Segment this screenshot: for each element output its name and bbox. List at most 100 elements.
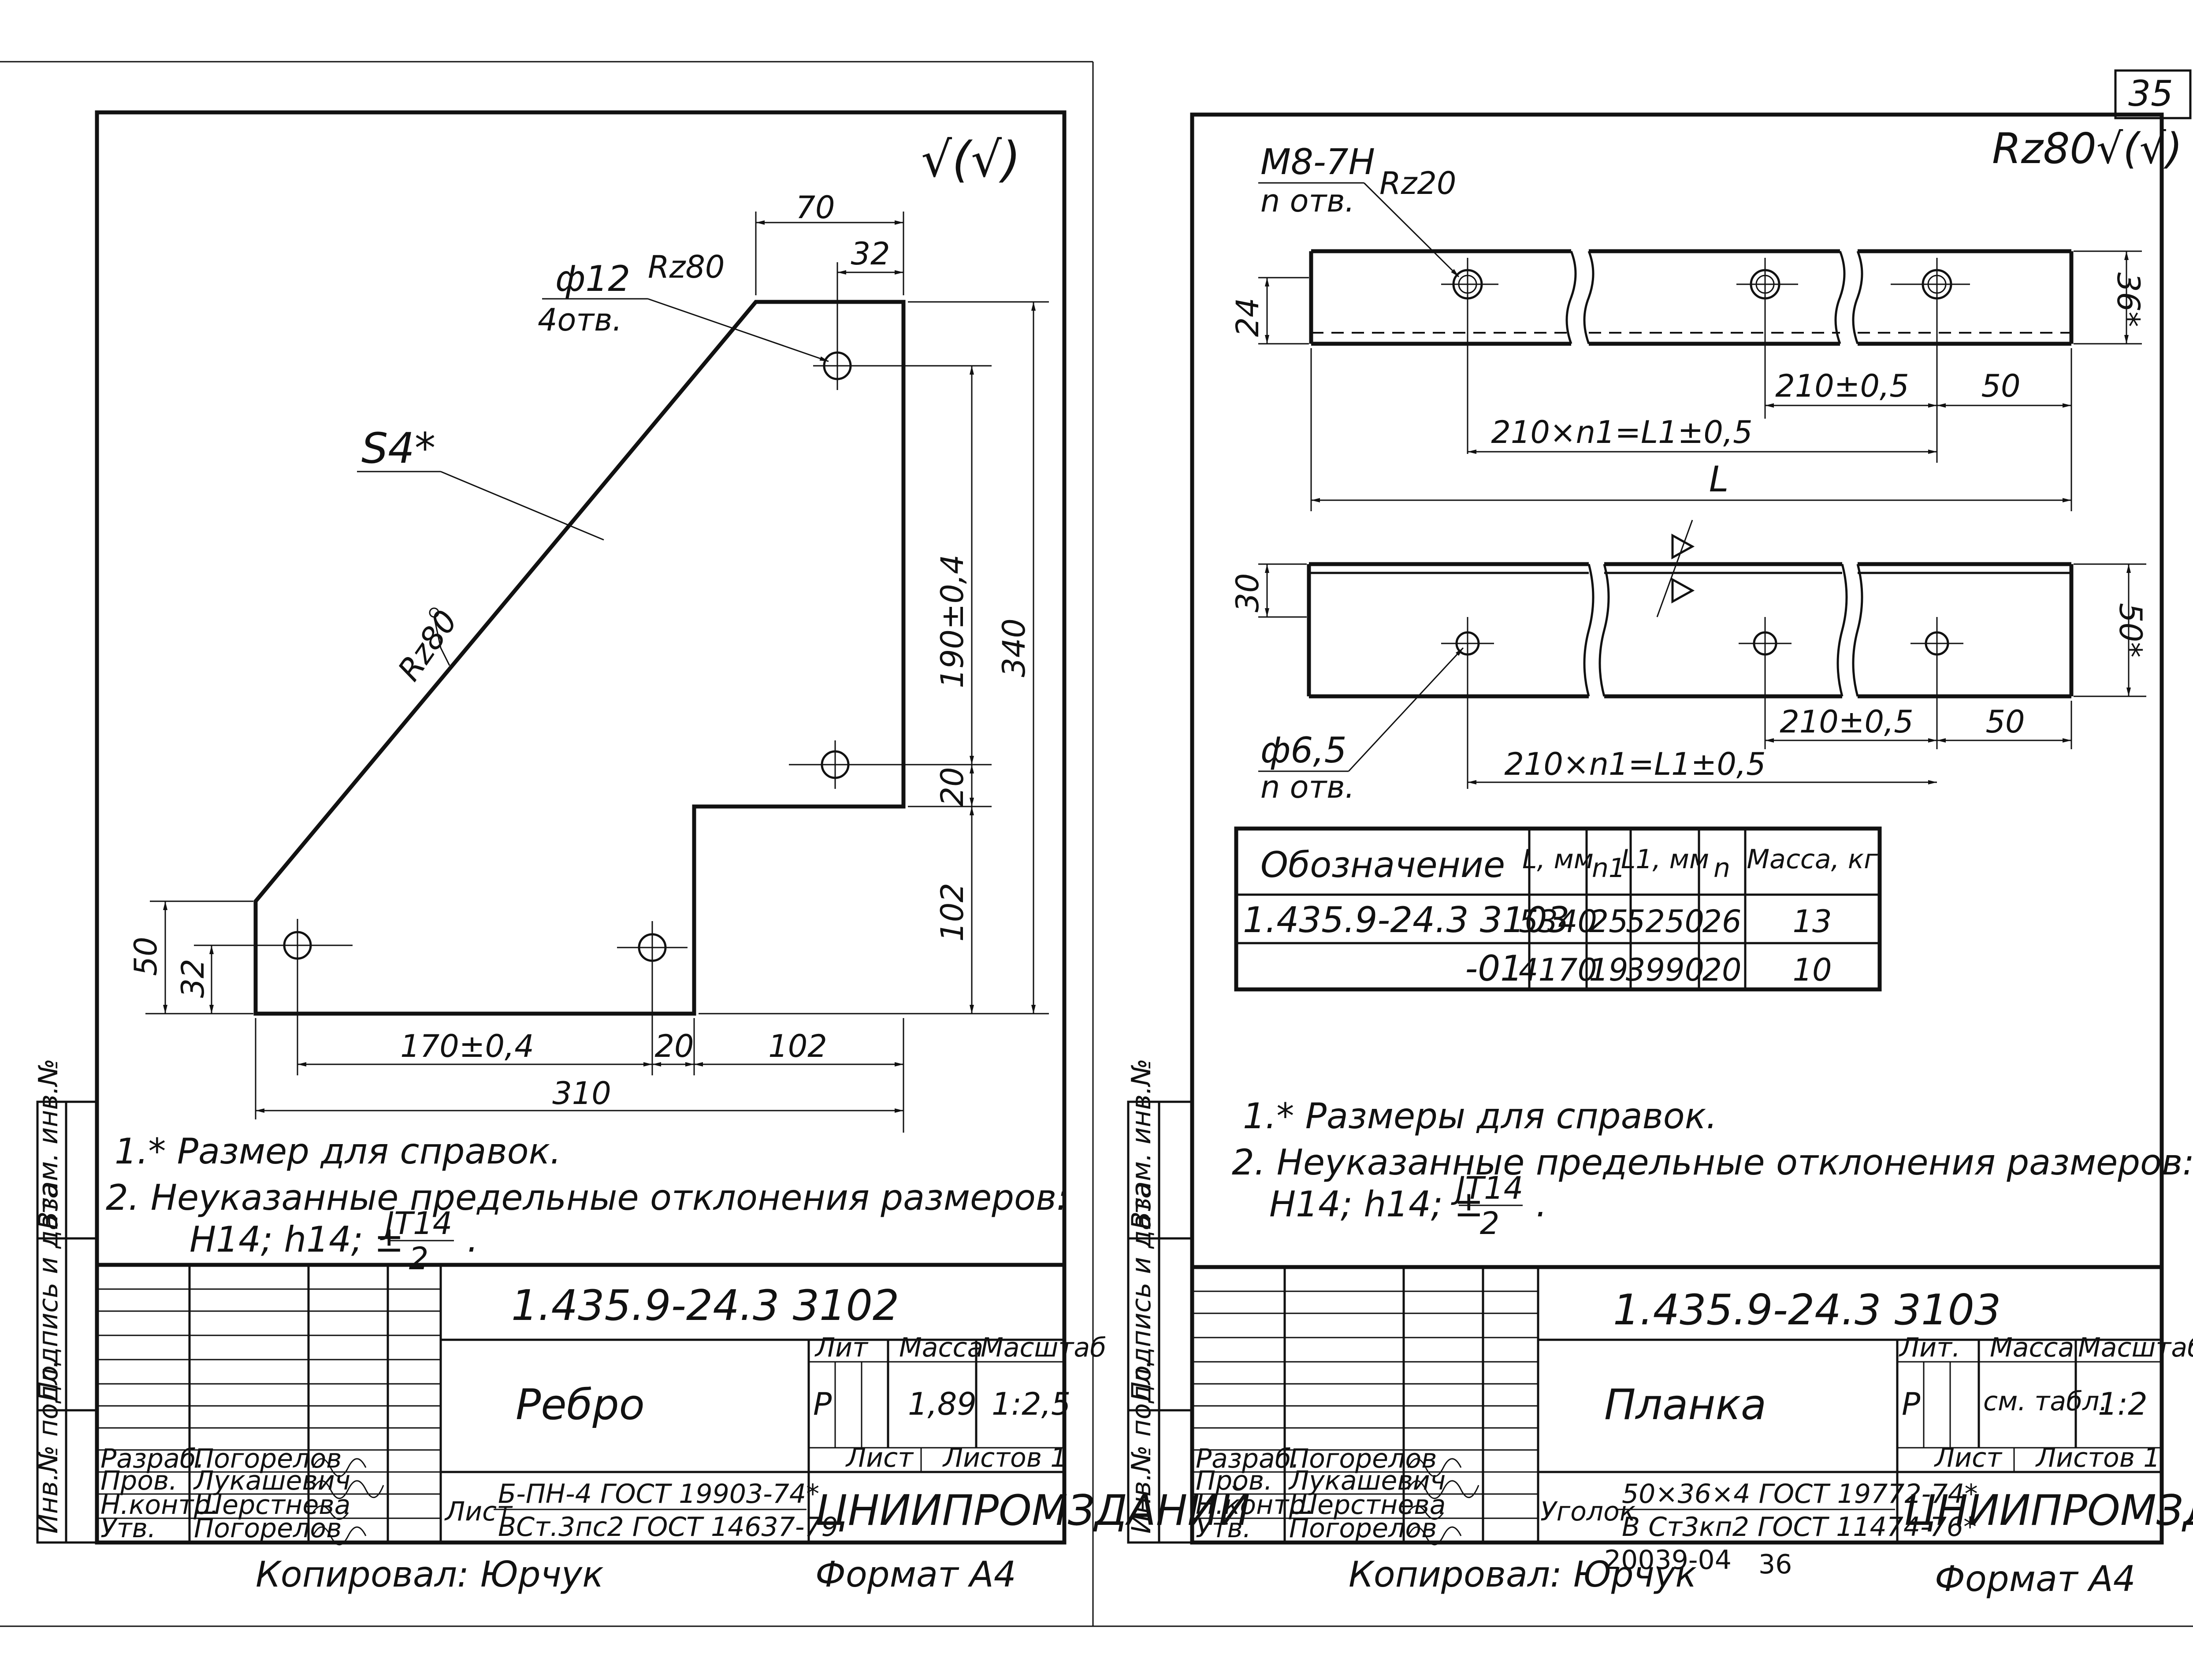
thickness-leader: S4*: [357, 424, 604, 541]
hole-roughness-label: Rz80: [648, 249, 725, 285]
dim-chain-a: 210×n1=L1±0,5: [1491, 414, 1752, 450]
stamp-page: 36: [1758, 1549, 1792, 1580]
signature-3-right: [1407, 1505, 1444, 1520]
table-header-n1: n1: [1592, 853, 1625, 884]
table-row-1-n1: 25: [1589, 903, 1628, 940]
lit-value-right: Р: [1902, 1386, 1921, 1422]
left-frame: [95, 110, 1067, 1545]
dim-h50: 50*: [2112, 603, 2148, 658]
stamp-inv-label-right: Инв.№ подл.: [1126, 1360, 1157, 1534]
table-row-1-mass: 13: [1792, 903, 1832, 940]
table-row-1-designation: 1.435.9-24.3 3103: [1243, 899, 1569, 940]
note-2-right: 2. Неуказанные предельные отклонения раз…: [1232, 1142, 2193, 1183]
right-frame: [1190, 112, 2164, 1545]
note-1: 1.* Размер для справок.: [115, 1131, 561, 1172]
scale-value: 1:2,5: [992, 1386, 1070, 1422]
side-view-dimensions: 30 50* 210±0,5 50 210×n1=L1±0,5: [1230, 563, 2148, 784]
stamp-replace-label: Взам. инв.№: [33, 1059, 64, 1230]
page-number-box: 35: [2114, 69, 2192, 119]
scale-value-right: 1:2: [2098, 1386, 2148, 1422]
hole-leader: ф12 Rz80 4отв.: [538, 249, 829, 362]
dim-right-340: 340: [996, 618, 1032, 677]
top-dimensions: 70 32: [755, 190, 904, 344]
hole-leader-right: ф6,5 n отв.: [1258, 647, 1464, 805]
signature-1: [312, 1458, 367, 1477]
material-prefix: Лист: [444, 1496, 513, 1527]
right-notes: 1.* Размеры для справок. 2. Неуказанные …: [1232, 1096, 2193, 1241]
sheets-label: Листов 1: [942, 1442, 1067, 1473]
dim-top-32: 32: [851, 236, 890, 272]
lit-value: Р: [813, 1386, 832, 1422]
mass-header-right: Масса: [1990, 1332, 2074, 1363]
hole-diameter-label: ф12: [555, 258, 630, 299]
part-name: Ребро: [516, 1381, 645, 1429]
dim-pitch-a: 210±0,5: [1775, 368, 1909, 404]
material-line-2: ВСт.3пс2 ГОСТ 14637-79: [498, 1512, 838, 1542]
dim-bottom-170: 170±0,4: [400, 1028, 534, 1064]
signature-4-right: [1407, 1526, 1462, 1546]
table-header-mass: Масса, кг: [1747, 844, 1878, 875]
sheet-label: Лист: [845, 1442, 914, 1473]
left-dimensions: 50 32: [128, 900, 282, 1015]
dim-end-a: 50: [1981, 368, 2020, 404]
roughness-symbol-right: Rz80√(√): [1992, 125, 2182, 173]
plate-top-view: [1309, 249, 2074, 463]
right-sheet: Инв.№ подл. Подпись и дата Взам. инв.№ R…: [1126, 112, 2193, 1599]
doc-number-right: 1.435.9-24.3 3103: [1613, 1286, 2001, 1334]
dim-chain-b: 210×n1=L1±0,5: [1504, 746, 1766, 782]
dim-bottom-102: 102: [768, 1028, 827, 1064]
sheet-label-right: Лист: [1934, 1442, 2003, 1473]
name-norm-control: Шерстнева: [194, 1490, 350, 1520]
dim-top-70: 70: [795, 190, 835, 226]
lit-header-right: Лит.: [1899, 1332, 1960, 1363]
table-header-L: L, мм: [1522, 844, 1594, 875]
name-approver: Погорелов: [194, 1513, 342, 1544]
mass-value-right: см. табл.: [1983, 1386, 2108, 1417]
note-2-tolerance: Н14; h14; ±: [190, 1219, 404, 1260]
note-2-fraction-denominator: 2: [409, 1241, 429, 1277]
table-header-n: n: [1714, 853, 1730, 884]
dim-bottom-310: 310: [552, 1075, 611, 1111]
name-developer: Погорелов: [194, 1443, 342, 1474]
note-2-fraction-numerator-right: JT14: [1451, 1170, 1523, 1206]
signature-2: [312, 1480, 384, 1499]
stamp-sign-label: Подпись и дата: [33, 1182, 64, 1401]
dim-h30: 30: [1230, 573, 1266, 612]
table-row-1-L: 5340: [1519, 903, 1597, 940]
edge-roughness-leader: Rz80: [391, 604, 465, 688]
format-label: Формат А4: [815, 1554, 1016, 1595]
left-sheet: Инв.№ подл. Подпись и дата Взам. инв.№ √…: [33, 110, 1250, 1595]
role-approver: Утв.: [100, 1513, 156, 1544]
signature-1-right: [1407, 1458, 1462, 1477]
signature-4: [312, 1526, 367, 1546]
hole-diameter-label-right: ф6,5: [1260, 730, 1347, 771]
hole-count-right: n отв.: [1260, 769, 1355, 805]
variants-table: Обозначение L, мм n1 L1, мм n Масса, кг …: [1234, 826, 1882, 992]
thread-roughness: Rz20: [1379, 165, 1456, 201]
note-1-right: 1.* Размеры для справок.: [1243, 1096, 1717, 1137]
right-title-block: 1.435.9-24.3 3103 Планка Лит. Масса Масш…: [1192, 1265, 2193, 1546]
role-checker-right: Пров.: [1196, 1465, 1272, 1496]
role-norm-control-right: Н.контр.: [1196, 1490, 1314, 1520]
thickness-label: S4*: [361, 424, 435, 473]
note-2-fraction-numerator: JT14: [380, 1205, 452, 1241]
dim-bottom-20: 20: [654, 1028, 694, 1064]
table-row-2-mass: 10: [1792, 952, 1832, 988]
table-row-2-n1: 19: [1589, 952, 1628, 988]
material-line-1-right: 50×36×4 ГОСТ 19772-74*: [1622, 1479, 1978, 1509]
dim-right-102: 102: [934, 883, 970, 942]
doc-number: 1.435.9-24.3 3102: [511, 1282, 899, 1330]
thread-leader: М8-7Н n отв. Rz20: [1258, 141, 1460, 278]
top-view-dimensions: 24 36* 210±0,5 50 210×n1=L1±0,5 L: [1230, 250, 2146, 511]
signature-3: [312, 1505, 349, 1520]
dim-right-20: 20: [934, 767, 970, 806]
mass-value: 1,89: [908, 1386, 977, 1422]
sheets-label-right: Листов 1: [2035, 1442, 2160, 1473]
note-2-end-right: .: [1536, 1184, 1547, 1225]
thread-count: n отв.: [1260, 183, 1355, 219]
table-row-2-L1: 3990: [1626, 952, 1704, 988]
stamp-inv-label: Инв.№ подл.: [33, 1360, 64, 1534]
part-name-right: Планка: [1604, 1381, 1766, 1429]
roughness-symbol: √(√): [921, 131, 1021, 188]
